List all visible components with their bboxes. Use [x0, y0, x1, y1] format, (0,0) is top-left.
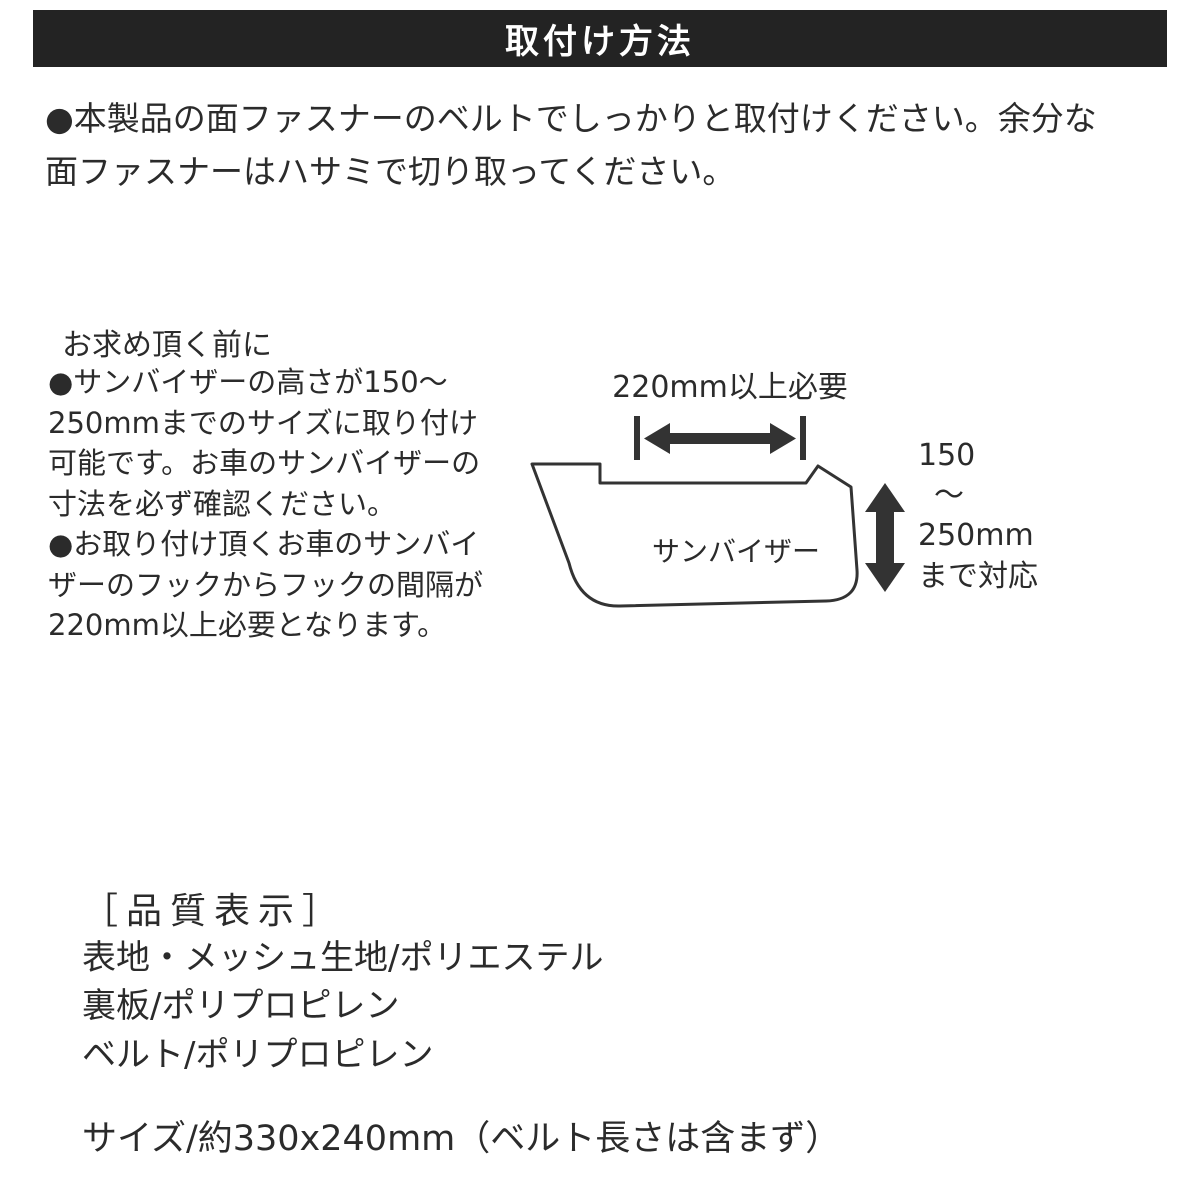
height-arrow-icon [865, 483, 905, 592]
visor-diagram: 220mm以上必要 サンバイザー 150 ～ 250mm まで対応 [520, 360, 1160, 670]
visor-diagram-graphics [530, 416, 905, 608]
quality-line-backboard: 裏板/ポリプロピレン [82, 986, 400, 1027]
visor-outline [530, 462, 859, 608]
height-support-label: まで対応 [918, 558, 1038, 594]
size-line: サイズ/約330x240mm（ベルト長さは含まず） [82, 1119, 841, 1159]
intro-text: ●本製品の面ファスナーのベルトでしっかりと取付けください。余分な 面ファスナーは… [45, 99, 1097, 192]
note-visor-height: ●サンバイザーの高さが150～ 250mmまでのサイズに取り付け 可能です。お車… [48, 365, 481, 521]
height-max-label: 250mm [918, 518, 1034, 554]
quality-lines: 表地・メッシュ生地/ポリエステル 裏板/ポリプロピレン ベルト/ポリプロピレン [82, 934, 603, 1079]
height-tilde-label: ～ [934, 478, 964, 514]
height-min-label: 150 [918, 438, 976, 473]
visor-label: サンバイザー [651, 535, 820, 568]
height-range-labels: 150 ～ 250mm まで対応 [918, 436, 1038, 597]
quality-line-belt: ベルト/ポリプロピレン [82, 1034, 434, 1075]
quality-heading: ［品質表示］ [82, 891, 347, 932]
before-purchase-heading: お求め頂く前に [62, 328, 272, 363]
width-requirement-label: 220mm以上必要 [612, 370, 848, 405]
header-bar: 取付け方法 [33, 10, 1167, 67]
width-arrow-icon [634, 416, 806, 460]
quality-line-fabric: 表地・メッシュ生地/ポリエステル [82, 938, 604, 978]
page-title: 取付け方法 [505, 22, 695, 62]
note-hook-spacing: ●お取り付け頂くお車のサンバイ ザーのフックからフックの間隔が 220mm以上必… [48, 527, 484, 643]
